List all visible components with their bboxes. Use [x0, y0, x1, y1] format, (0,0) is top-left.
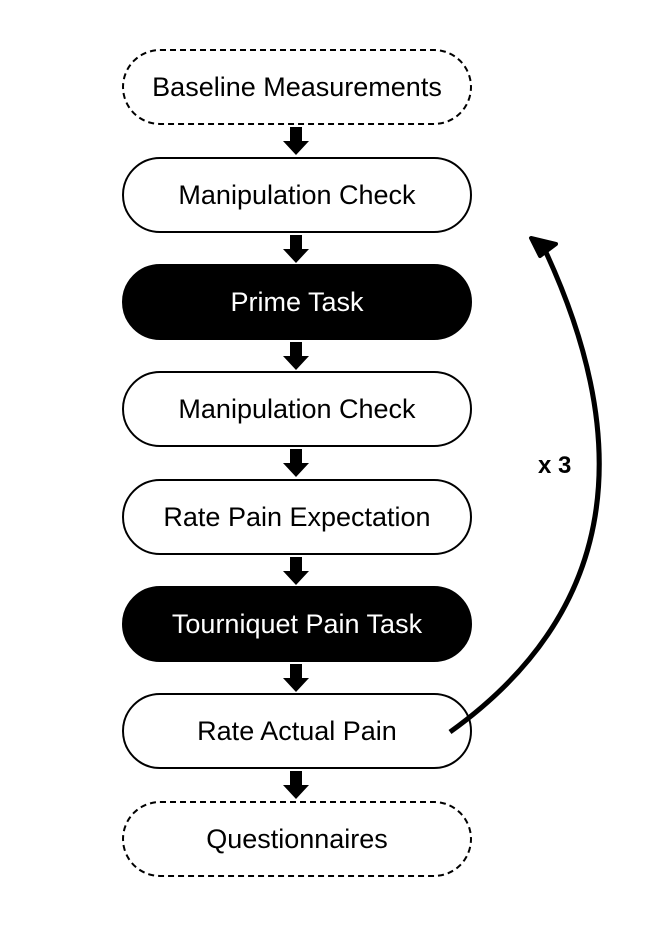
step-label: Manipulation Check	[178, 393, 416, 424]
step-label: Tourniquet Pain Task	[171, 608, 423, 639]
arrow-head-icon	[529, 236, 558, 258]
step-prime-task: Prime Task	[122, 264, 472, 340]
step-label: Manipulation Check	[178, 179, 416, 210]
step-tourniquet-pain-task: Tourniquet Pain Task	[122, 586, 472, 662]
step-questionnaires: Questionnaires	[122, 801, 472, 877]
repeat-count-label: x 3	[538, 452, 572, 479]
step-label: Prime Task	[230, 286, 364, 317]
down-arrow-icon	[283, 342, 309, 370]
down-arrow-icon	[283, 235, 309, 263]
down-arrow-icon	[283, 771, 309, 799]
step-rate-pain-expectation: Rate Pain Expectation	[122, 479, 472, 555]
step-label: Rate Actual Pain	[197, 715, 397, 746]
step-baseline-measurements: Baseline Measurements	[122, 49, 472, 125]
down-arrow-icon	[283, 664, 309, 692]
loop-curve	[448, 246, 602, 735]
step-label: Baseline Measurements	[152, 71, 442, 102]
step-label: Questionnaires	[206, 823, 388, 854]
down-arrow-icon	[283, 127, 309, 155]
step-rate-actual-pain: Rate Actual Pain	[122, 693, 472, 769]
step-manipulation-check-1: Manipulation Check	[122, 157, 472, 233]
down-arrow-icon	[283, 557, 309, 585]
step-manipulation-check-2: Manipulation Check	[122, 371, 472, 447]
step-label: Rate Pain Expectation	[163, 501, 431, 532]
down-arrow-icon	[283, 449, 309, 477]
